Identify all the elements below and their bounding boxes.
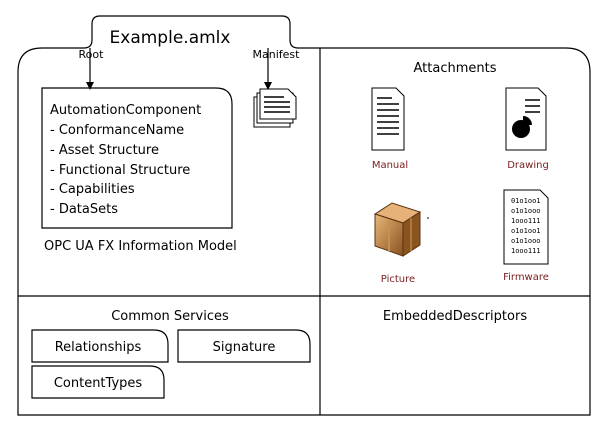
package-title: Example.amlx [110,28,231,48]
firmware-code-line: 1ooo111 [511,217,541,225]
common-services-title: Common Services [111,309,229,324]
embedded-descriptors-title: EmbeddedDescriptors [383,309,527,324]
root-label: Root [79,48,105,61]
package-outline [17,15,591,416]
picture-box-icon [373,202,429,257]
manual-label: Manual [372,160,408,171]
model-box [41,87,233,229]
manifest-label: Manifest [253,48,301,61]
firmware-document-icon: 01o1oo1 o1o1ooo 1ooo111 o1o1oo1 o1o1ooo … [503,189,549,265]
drawing-document-icon [505,87,547,151]
model-item: - ConformanceName [50,123,184,138]
model-item: - DataSets [50,202,118,217]
signature-box [177,329,311,363]
firmware-code-line: o1o1oo1 [511,227,541,235]
model-item: - Capabilities [50,182,135,197]
manual-document-icon [371,87,405,151]
model-item: - Asset Structure [50,143,159,158]
model-caption: OPC UA FX Information Model [44,239,237,254]
firmware-code-line: o1o1ooo [511,237,541,245]
firmware-label: Firmware [503,272,549,283]
relationships-label: Relationships [55,340,142,355]
content-types-label: ContentTypes [54,376,143,391]
firmware-code-line: o1o1ooo [511,207,541,215]
firmware-code-line: 01o1oo1 [511,197,541,205]
signature-label: Signature [213,340,276,355]
attachments-title: Attachments [414,61,497,76]
manifest-document-icon [253,88,297,128]
model-item: - Functional Structure [50,163,190,178]
drawing-label: Drawing [507,160,549,171]
firmware-code-line: 1ooo111 [511,247,541,255]
relationships-box [31,329,169,363]
content-types-box [31,365,165,399]
model-header: AutomationComponent [50,103,201,118]
picture-label: Picture [381,274,415,285]
